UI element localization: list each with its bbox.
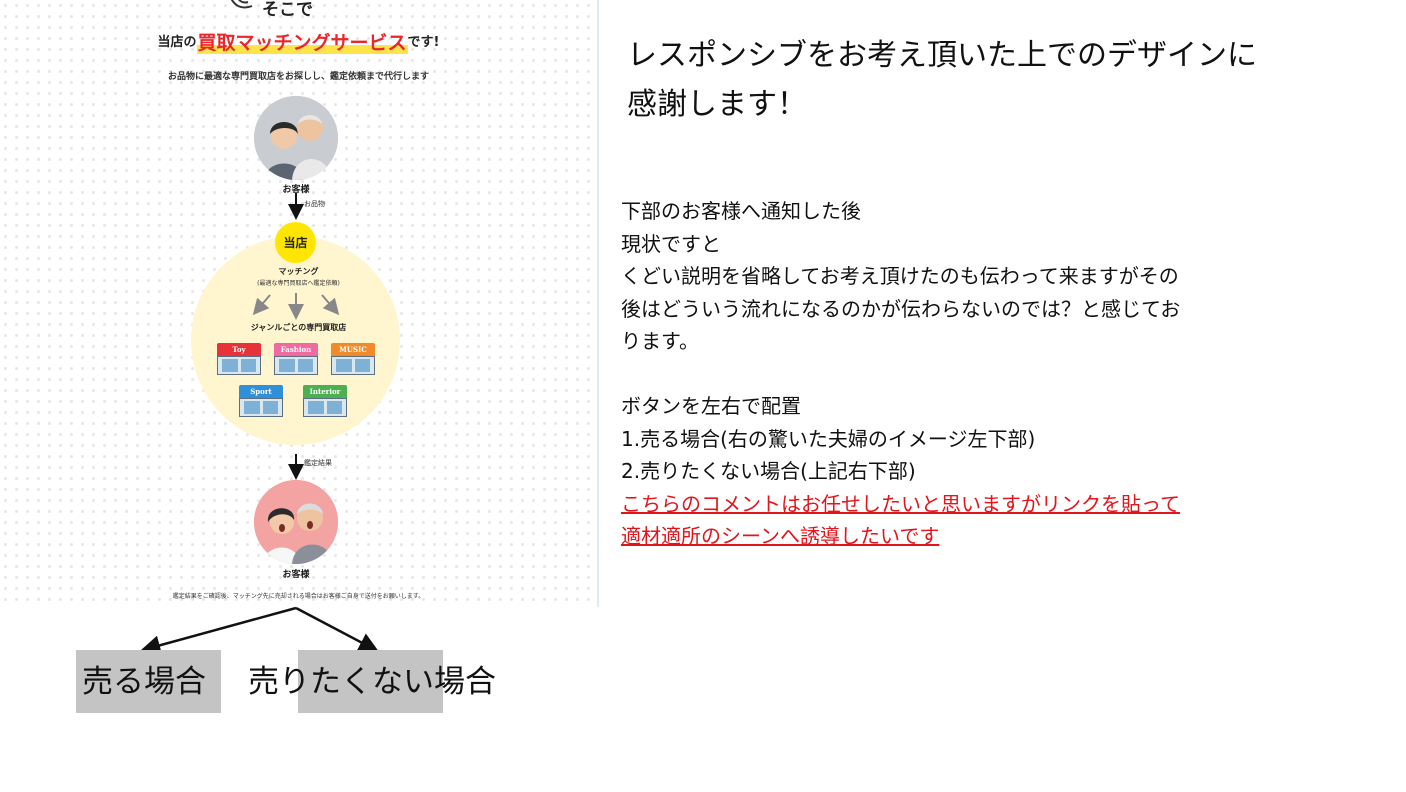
mockup-title-prefix: 当店の [157, 35, 197, 50]
hand-pointer-icon [226, 0, 260, 18]
buttons-item-1: 1.売る場合(右の驚いた夫婦のイメージ左下部) [621, 426, 1036, 451]
goods-arrow-label: お品物 [304, 200, 325, 208]
interior-shop-icon: Interior [303, 385, 347, 417]
music-shop-icon: MUSIC [331, 343, 375, 375]
fashion-shop-icon: Fashion [274, 343, 318, 375]
buttons-heading: ボタンを左右で配置 [621, 394, 801, 418]
genre-shops-label: ジャンルごとの専門買取店 [250, 323, 347, 332]
annotation-arrow-left [140, 606, 297, 656]
feedback-heading: レスポンシブをお考え頂いた上でのデザインに 感謝します！ [627, 31, 1367, 129]
sport-shop-icon: Sport [239, 385, 283, 417]
mockup-title-highlight: 買取マッチングサービス [196, 32, 408, 54]
sell-button-label: 売る場合 [82, 664, 206, 700]
feedback-heading-line1: レスポンシブをお考え頂いた上でのデザインに [627, 38, 1257, 73]
mockup-title: 当店の買取マッチングサービスです! [0, 30, 597, 57]
sport-shop-label: Sport [239, 385, 283, 398]
mockup-title-suffix: です! [407, 35, 440, 50]
customer-label-top: お客様 [282, 185, 310, 195]
paragraph-gap [621, 358, 1301, 391]
our-store-badge: 当店 [275, 222, 316, 263]
surprised-couple-photo-bottom [254, 480, 338, 564]
feedback-line: 下部のお客様へ通知した後 [621, 199, 861, 223]
annotation-arrow-right [295, 606, 379, 652]
sell-button-placeholder[interactable] [76, 650, 221, 713]
feedback-line: くどい説明を省略してお考え頂けたのも伝わって来ますがその [621, 264, 1179, 288]
matching-label: マッチング [278, 267, 319, 276]
toy-shop-label: Toy [217, 343, 261, 356]
mockup-footnote: 鑑定結果をご確認後、マッチング先に売却される場合はお客様ご自身で送付をお願いしま… [172, 593, 425, 600]
matching-sublabel: (最適な専門買取店へ鑑定依頼) [257, 280, 340, 287]
panel-divider [597, 0, 599, 607]
comment-link-line1[interactable]: こちらのコメントはお任せしたいと思いますがリンクを貼って [621, 491, 1180, 516]
result-arrow-label: 鑑定結果 [304, 459, 332, 467]
interior-shop-label: Interior [303, 385, 347, 398]
not-sell-button-label: 売りたくない場合 [248, 664, 496, 700]
buttons-item-2: 2.売りたくない場合(上記右下部) [621, 459, 916, 483]
not-sell-button-placeholder[interactable] [298, 650, 443, 713]
toy-shop-icon: Toy [217, 343, 261, 375]
customer-label-bottom: お客様 [282, 570, 310, 580]
fashion-shop-label: Fashion [274, 343, 318, 356]
customer-couple-photo-top [254, 96, 338, 180]
matching-area [191, 236, 400, 445]
service-flow-mockup: そこで 当店の買取マッチングサービスです! お品物に最適な専門買取店をお探しし、… [0, 0, 597, 607]
music-shop-label: MUSIC [331, 343, 375, 356]
comment-link-line2[interactable]: 適材適所のシーンへ誘導したいです [621, 524, 940, 548]
feedback-body: 下部のお客様へ通知した後 現状ですと くどい説明を省略してお考え頂けたのも伝わっ… [621, 195, 1301, 553]
feedback-line: ります。 [621, 329, 699, 353]
mockup-top-heading: そこで [262, 0, 313, 20]
feedback-line: 現状ですと [621, 231, 721, 256]
feedback-line: 後はどういう流れになるのかが伝わらないのでは？と感じてお [621, 296, 1181, 321]
mockup-subtitle: お品物に最適な専門買取店をお探しし、鑑定依頼まで代行します [167, 72, 429, 82]
feedback-heading-line2: 感謝します！ [627, 87, 807, 122]
